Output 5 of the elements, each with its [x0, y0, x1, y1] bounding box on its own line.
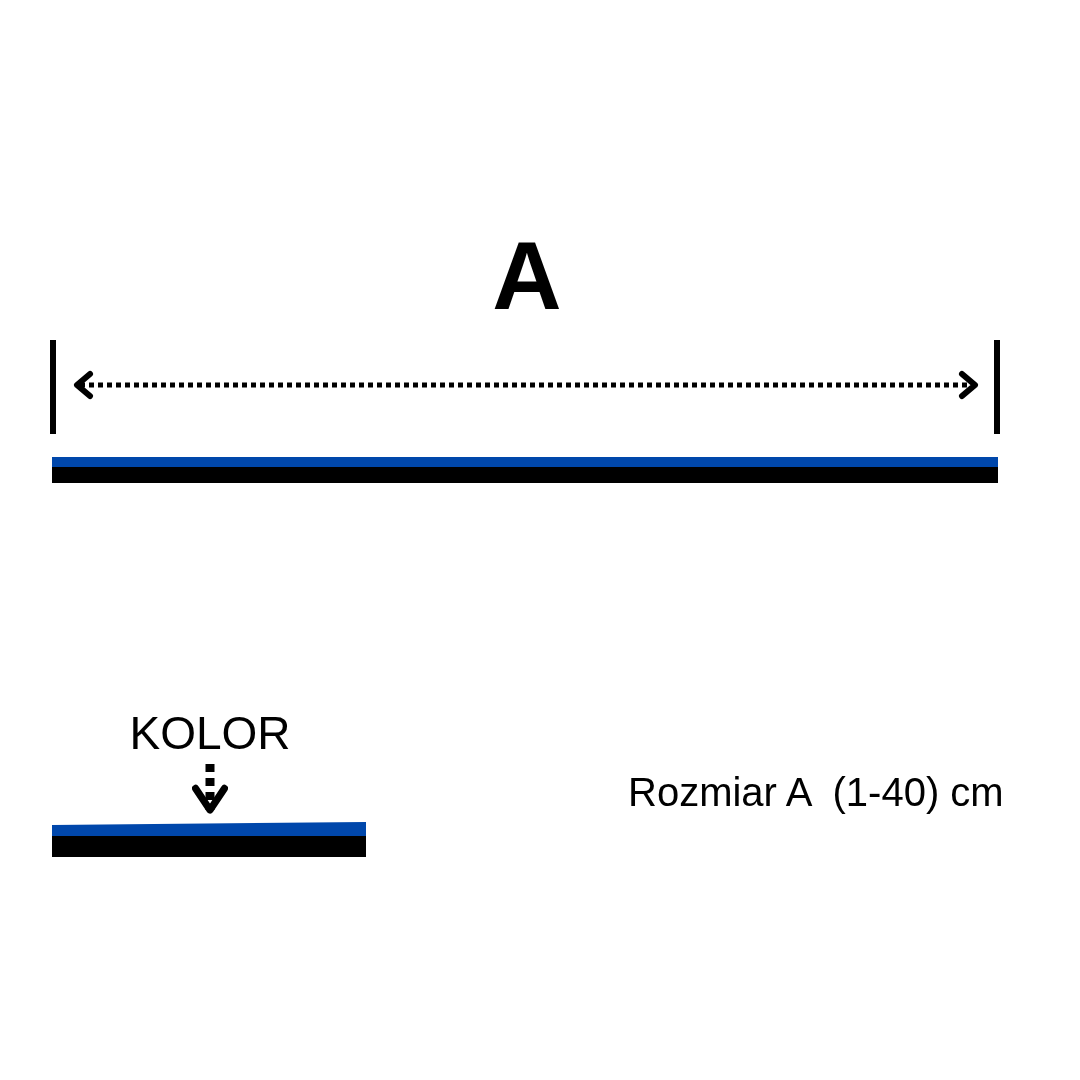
leader-arrow	[192, 764, 228, 814]
dimension-label: A	[491, 228, 563, 324]
part-label: KOLOR	[129, 710, 291, 756]
strip-piece	[52, 822, 366, 857]
size-note: Rozmiar A (1-40) cm	[628, 772, 1004, 812]
